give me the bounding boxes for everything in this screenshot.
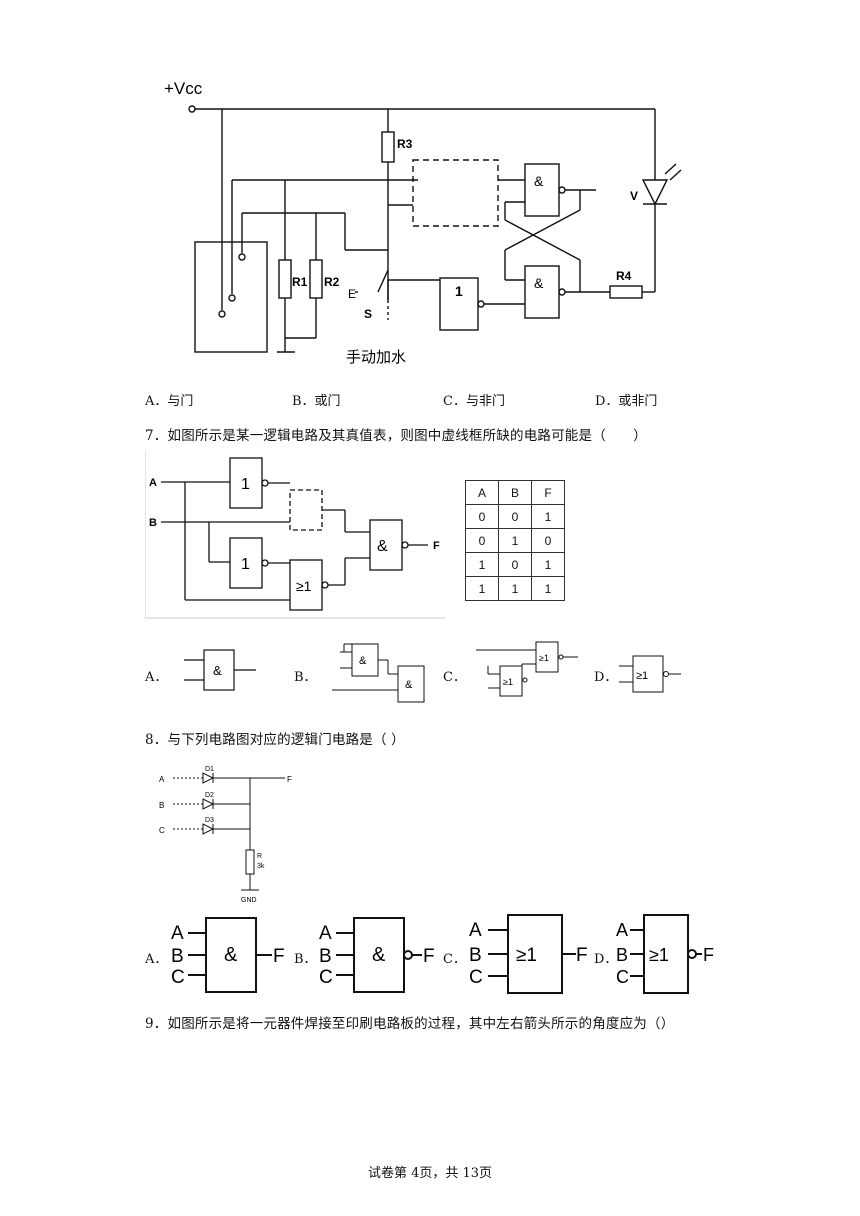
q7-not-bottom: 1 [241,556,250,573]
q7-and-gate: & [377,538,388,555]
q7-option-a-diagram: & [184,649,256,691]
tt-cell: 0 [498,504,532,529]
q7-option-d-diagram: ≥1 [619,655,681,693]
q8-d1: D1 [205,766,214,773]
tt-cell: 1 [531,552,565,577]
q6-circuit-diagram: +Vcc R3 R1 R2 R4 V E S & & 1 手动加水 [164,79,682,366]
q7-opt-c-or1: ≥1 [539,653,549,663]
tt-cell: 0 [465,528,499,553]
q8-b-symbol: & [372,944,386,966]
q8-c-in-b: B [469,945,482,966]
q6-not-label: 1 [455,283,463,299]
q6-option-a: A．与门 [145,394,194,409]
q8-d-in-a: A [616,920,628,940]
q7-option-d: D． [594,670,618,685]
q8-option-b: B． [294,952,317,967]
q6-r1-label: R1 [292,275,308,289]
q8-r-value: 3k [257,863,265,870]
q6-and-top: & [534,173,544,189]
q6-and-bottom: & [534,275,544,291]
q8-c-symbol: ≥1 [516,945,537,966]
q7-a-label: A [149,477,157,489]
q8-c-in-a: A [469,920,482,941]
tt-cell: 1 [465,552,499,577]
q9-question-text: 9．如图所示是将一元器件焊接至印刷电路板的过程，其中左右箭头所示的角度应为（） [145,1016,675,1032]
q8-a-symbol: & [224,944,238,966]
tt-header-f: F [531,480,565,505]
q7-opt-c-or2: ≥1 [503,677,513,687]
q8-d2: D2 [205,792,214,799]
q7-option-c: C． [443,670,466,685]
q8-option-a: A． [145,952,168,967]
q8-diode-circuit: A B C F D1 D2 D3 R 3k GND [159,766,292,904]
q8-b-in-b: B [319,946,332,967]
tt-cell: 1 [498,576,532,601]
q8-option-c: C． [443,952,466,967]
q6-caption: 手动加水 [346,349,406,366]
q8-b-out: F [423,946,435,967]
q7-f-label: F [433,540,440,552]
q8-option-c-gate: A B C ≥1 F [469,914,588,994]
q6-r3-label: R3 [397,137,413,151]
q8-out-f: F [287,775,292,784]
q8-option-d-gate: A B C ≥1 F [616,914,714,994]
q8-input-a: A [159,775,165,784]
q7-b-label: B [149,517,157,529]
tt-cell: 1 [498,528,532,553]
page-footer: 试卷第 4页，共 13页 [367,1166,493,1181]
q6-vcc-label: +Vcc [164,79,203,98]
q8-option-b-gate: A B C & F [319,917,435,993]
q6-option-c: C．与非门 [443,394,505,409]
q7-option-a: A． [145,670,168,685]
q8-option-d: D． [594,952,618,967]
q7-or-gate: ≥1 [296,578,312,594]
q8-d-out: F [703,945,714,965]
q7-opt-b-and2: & [405,679,413,691]
q7-opt-a-and: & [213,663,222,678]
tt-cell: 0 [465,504,499,529]
q6-r2-label: R2 [324,275,340,289]
q6-s-label: S [364,307,372,321]
q8-option-a-gate: A B C & F [171,917,285,993]
q8-d-symbol: ≥1 [649,945,669,965]
tt-cell: 1 [531,576,565,601]
q7-option-b-diagram: & & [332,643,425,703]
q8-input-b: B [159,801,164,810]
q7-not-top: 1 [241,476,250,493]
q8-a-in-c: C [171,967,185,988]
q7-option-b: B． [294,670,317,685]
q8-d-in-b: B [616,945,628,965]
q8-a-in-b: B [171,946,184,967]
q8-d-in-c: C [616,967,629,987]
tt-cell: 1 [531,504,565,529]
q6-e-label: E [348,287,356,301]
q8-b-in-a: A [319,923,332,944]
q6-option-b: B．或门 [292,394,341,409]
q8-question-text: 8．与下列电路图对应的逻辑门电路是（ ） [145,732,405,748]
q7-truth-table: A B F 0 0 1 0 1 0 1 0 1 1 1 1 [465,480,565,601]
q7-opt-b-and1: & [359,655,367,667]
q8-c-in-c: C [469,967,483,988]
tt-cell: 0 [531,528,565,553]
q8-d3: D3 [205,817,214,824]
q8-b-in-c: C [319,967,333,988]
q8-input-c: C [159,826,165,835]
tt-header-b: B [498,480,532,505]
q6-r4-label: R4 [616,269,632,283]
q6-option-d: D．或非门 [595,394,658,409]
q8-r-label: R [257,853,262,860]
tt-cell: 1 [465,576,499,601]
q8-c-out: F [576,945,588,966]
q8-gnd: GND [241,897,257,904]
q6-v-label: V [630,189,638,203]
tt-header-a: A [465,480,499,505]
q7-opt-d-or: ≥1 [636,670,648,682]
tt-cell: 0 [498,552,532,577]
q7-question-text: 7．如图所示是某一逻辑电路及其真值表，则图中虚线框所缺的电路可能是（ ） [145,428,647,444]
q8-a-out: F [273,946,285,967]
q7-option-c-diagram: ≥1 ≥1 [476,641,578,697]
q7-logic-circuit: A B F 1 1 ≥1 & [145,450,445,619]
q8-a-in-a: A [171,923,184,944]
